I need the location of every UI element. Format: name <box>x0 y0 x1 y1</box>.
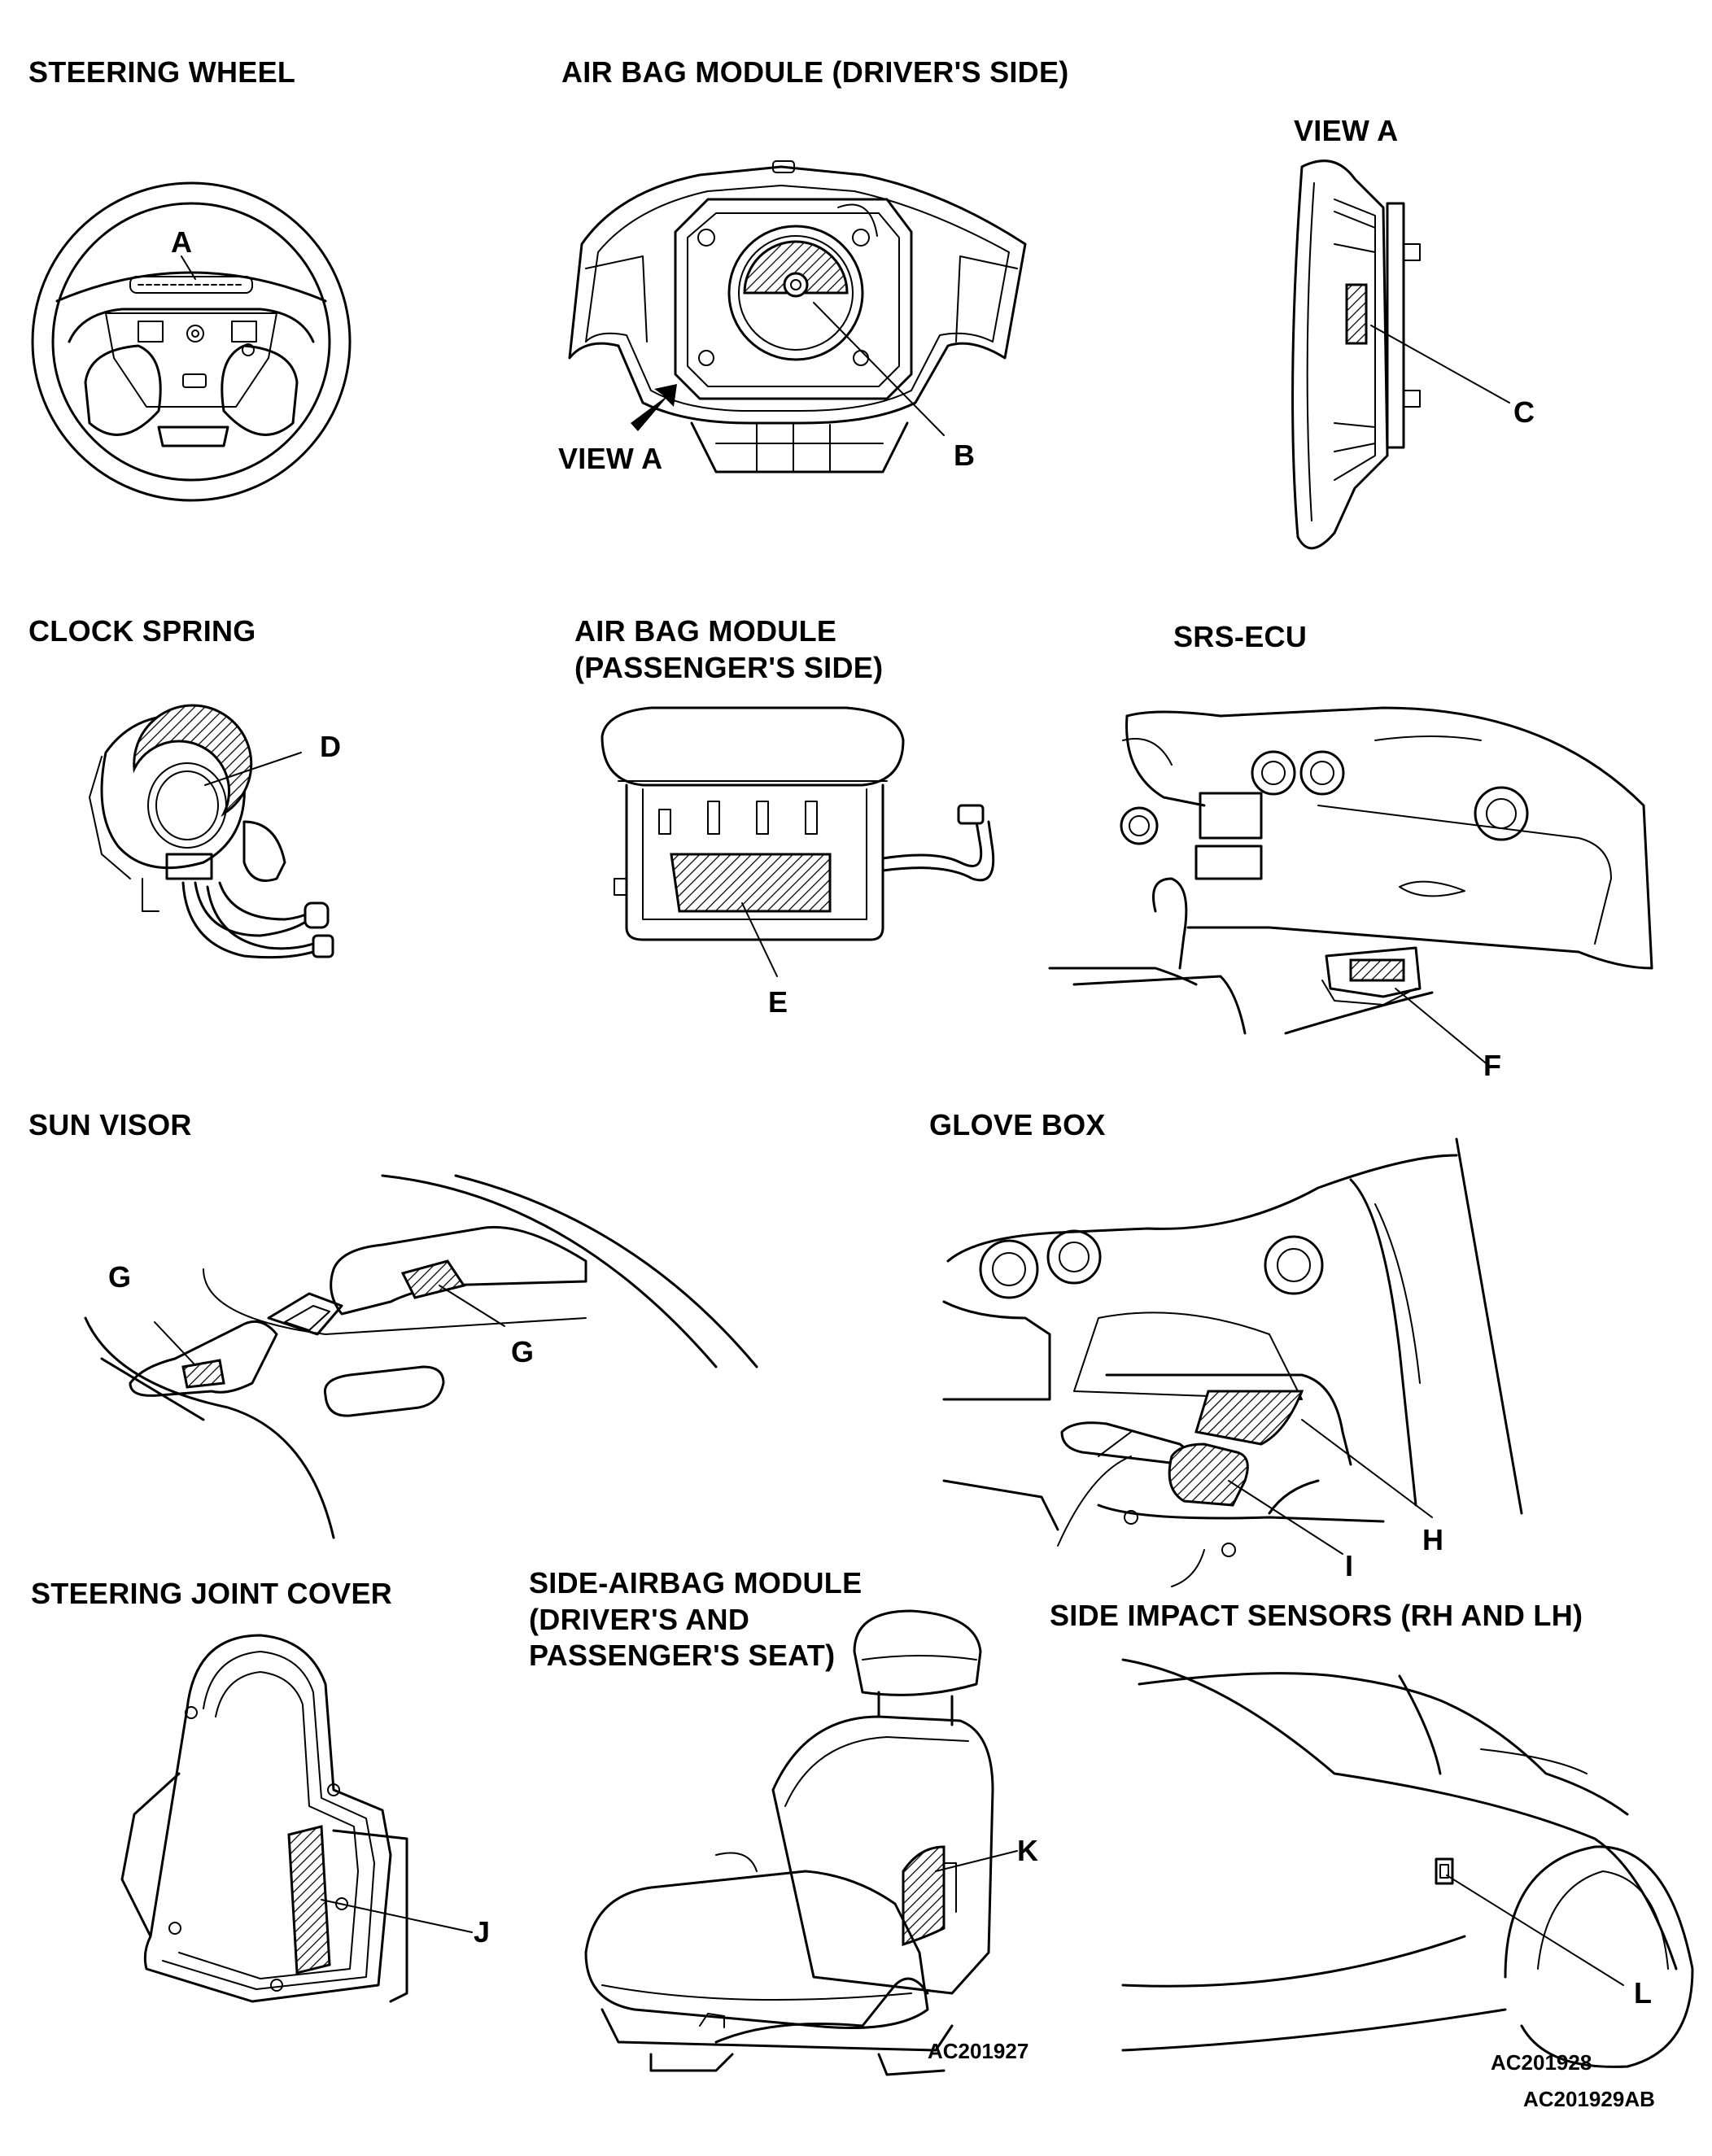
srs-ecu-drawing <box>1048 706 1653 1067</box>
callout-i: I <box>1345 1549 1354 1582</box>
callout-c: C <box>1513 395 1535 429</box>
title-srs-ecu: SRS-ECU <box>1173 620 1308 653</box>
title-side-impact-sensors: SIDE IMPACT SENSORS (RH AND LH) <box>1050 1599 1583 1632</box>
callout-l: L <box>1634 1976 1652 2010</box>
callout-j: J <box>474 1915 491 1949</box>
seat-drawing <box>584 1609 1018 2076</box>
title-steering-joint-cover: STEERING JOINT COVER <box>31 1577 393 1610</box>
figure-code-sheet: AC201929AB <box>1523 2087 1655 2111</box>
steering-wheel-drawing <box>31 181 352 502</box>
title-airbag-passenger-line1: AIR BAG MODULE <box>574 614 837 648</box>
title-clock-spring: CLOCK SPRING <box>28 614 256 648</box>
sun-visor-drawing <box>84 1174 758 1539</box>
title-airbag-driver: AIR BAG MODULE (DRIVER'S SIDE) <box>561 55 1069 89</box>
title-steering-wheel: STEERING WHEEL <box>28 55 296 89</box>
figure-code-car: AC201928 <box>1491 2050 1592 2075</box>
clock-spring-drawing <box>89 704 334 959</box>
callout-h: H <box>1422 1523 1443 1556</box>
title-side-airbag-line3: PASSENGER'S SEAT) <box>529 1639 836 1672</box>
title-sun-visor: SUN VISOR <box>28 1108 192 1141</box>
title-glove-box: GLOVE BOX <box>929 1108 1106 1141</box>
callout-k: K <box>1017 1834 1038 1867</box>
title-side-airbag-line2: (DRIVER'S AND <box>529 1603 750 1636</box>
title-view-a: VIEW A <box>1294 114 1399 147</box>
figure-code-seat: AC201927 <box>928 2039 1029 2063</box>
callout-f: F <box>1483 1049 1501 1082</box>
callout-a: A <box>171 225 192 259</box>
steering-joint-cover-drawing <box>120 1634 473 2003</box>
car-side-drawing <box>1121 1658 1694 2068</box>
airbag-passenger-drawing <box>601 706 995 977</box>
callout-g-left: G <box>108 1260 132 1294</box>
title-airbag-passenger-line2: (PASSENGER'S SIDE) <box>574 651 884 684</box>
view-a-drawing <box>1291 159 1510 550</box>
title-side-airbag-line1: SIDE-AIRBAG MODULE <box>529 1566 863 1600</box>
callout-b: B <box>954 439 975 472</box>
callout-g-right: G <box>511 1335 535 1368</box>
airbag-driver-drawing <box>568 160 1027 474</box>
glove-box-drawing <box>942 1137 1523 1587</box>
callout-d: D <box>320 730 341 763</box>
label-view-a-arrow: VIEW A <box>558 442 663 475</box>
callout-e: E <box>768 985 788 1019</box>
